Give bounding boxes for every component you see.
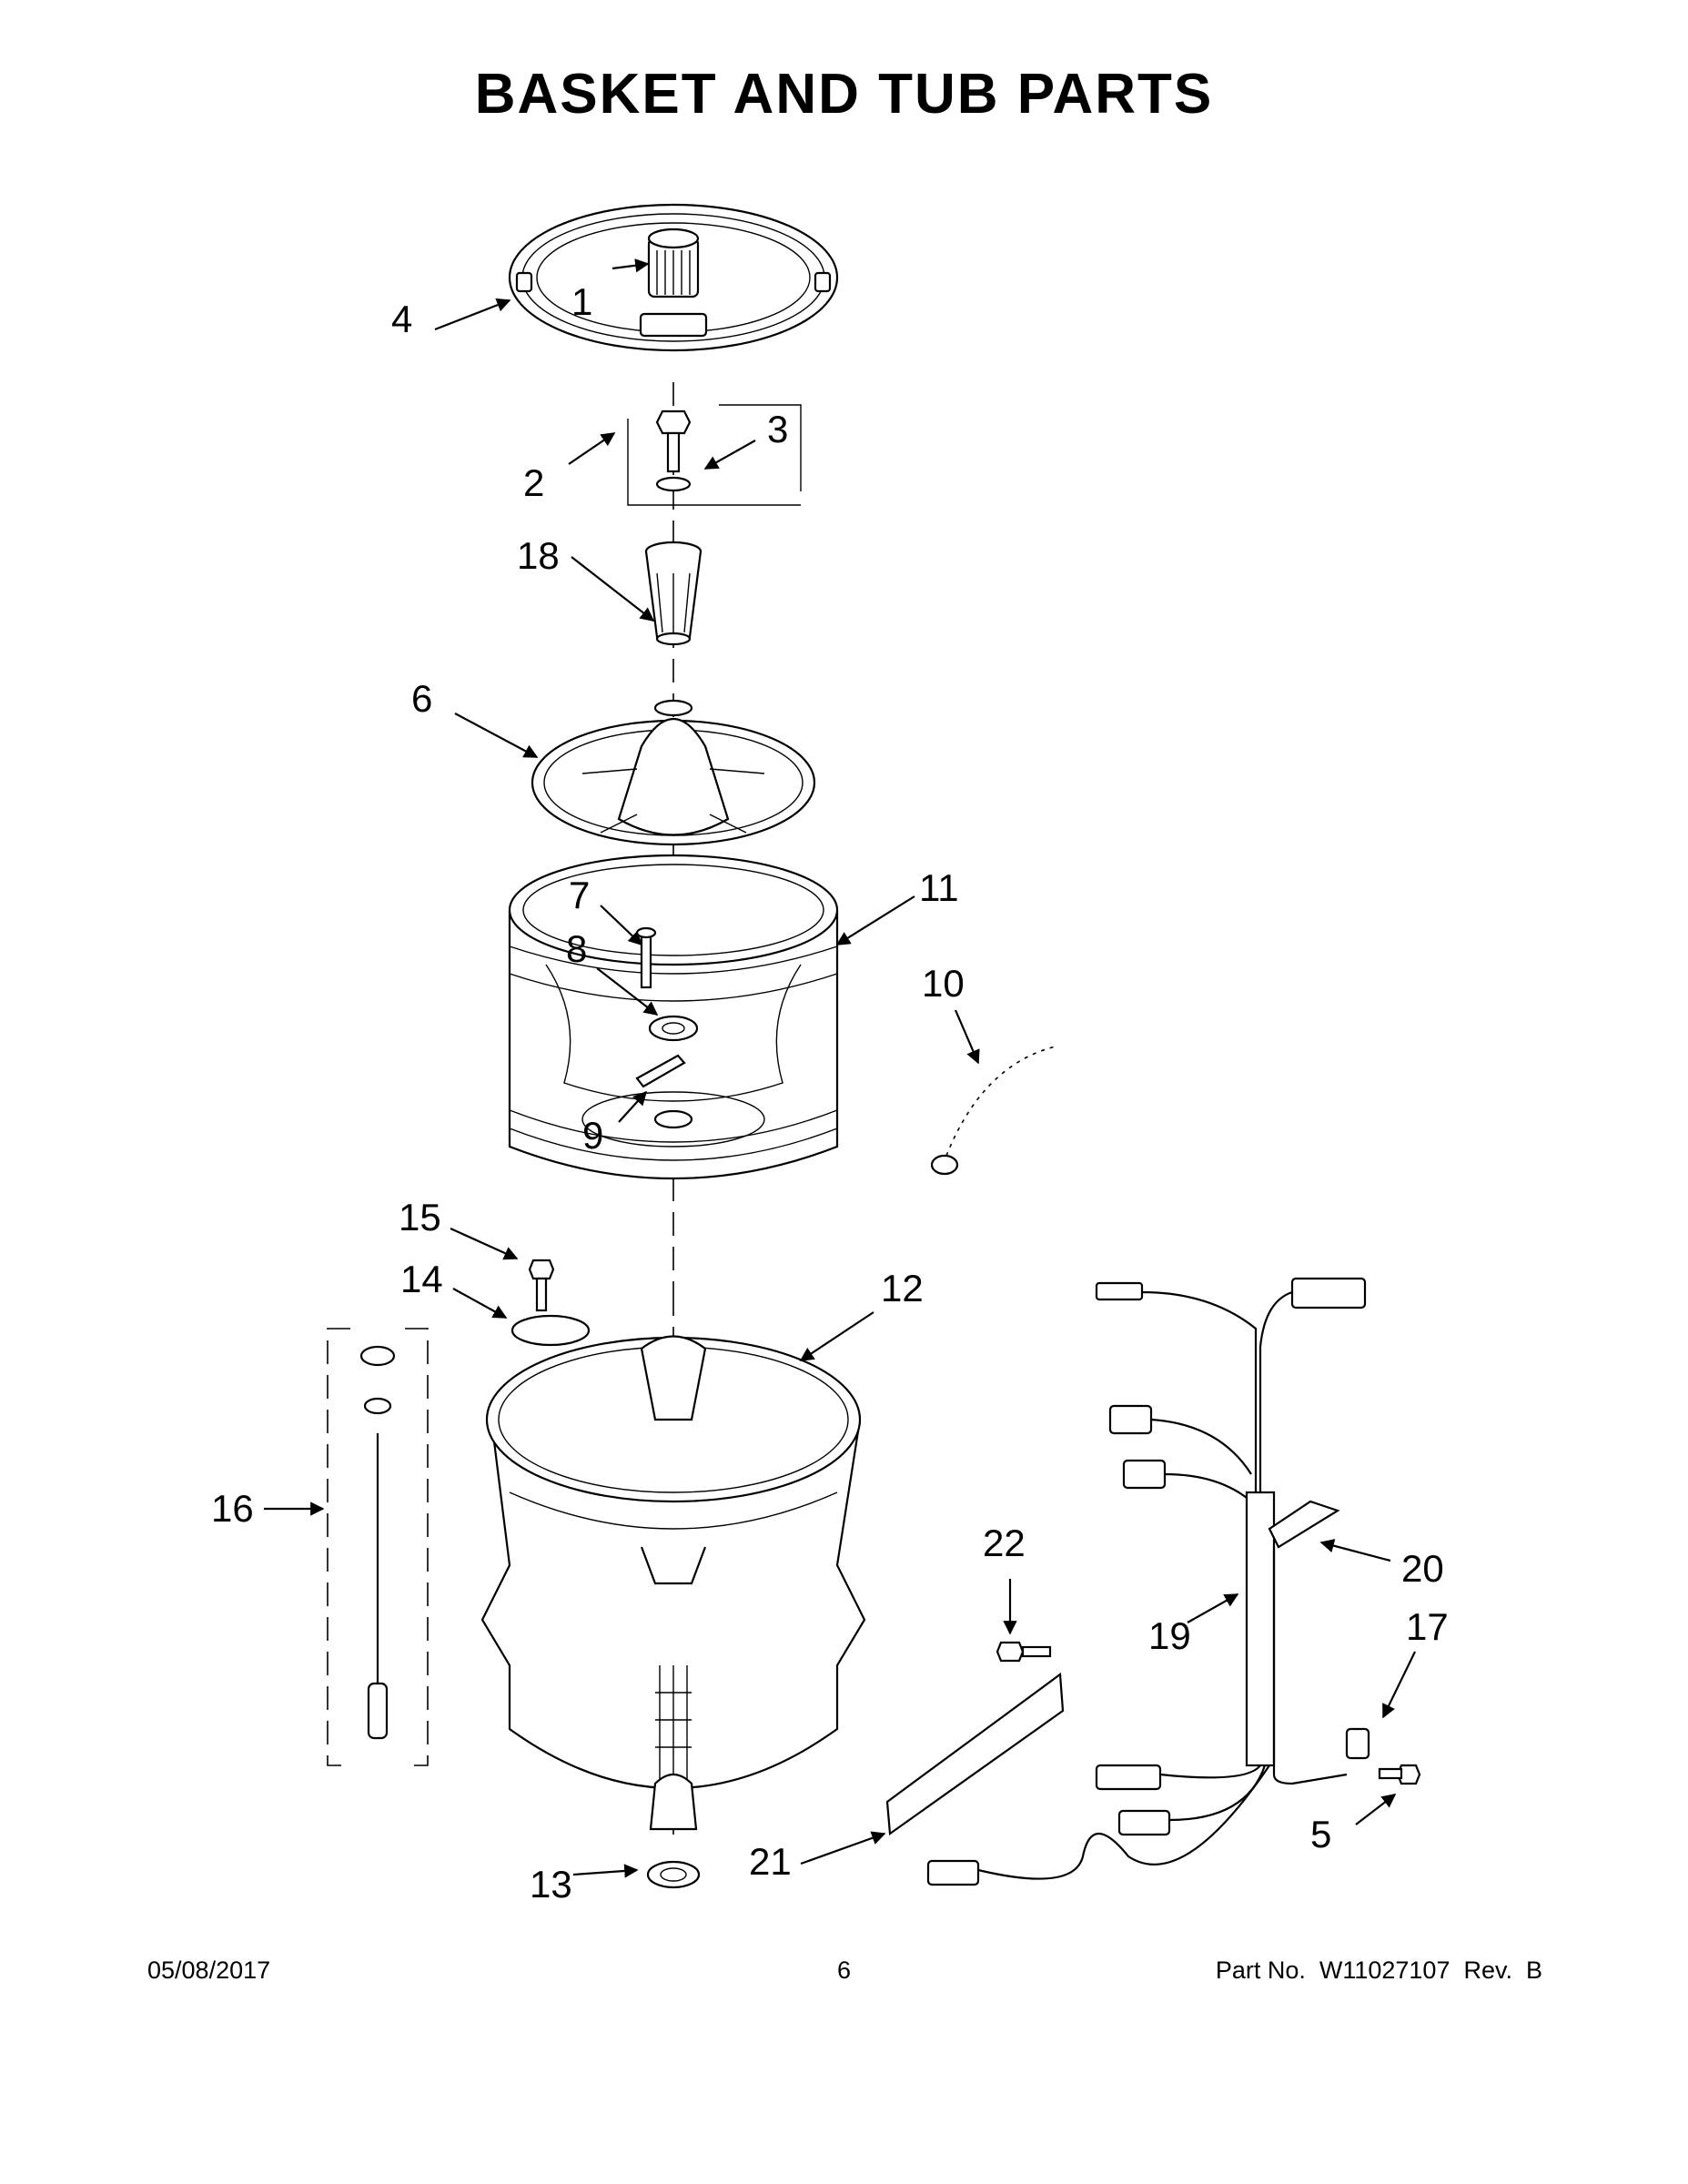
callout-1: 1: [571, 280, 592, 323]
washer-basket-part: [508, 854, 839, 1180]
callout-14: 14: [400, 1258, 443, 1300]
callout-15: 15: [399, 1196, 441, 1239]
callout-17: 17: [1406, 1605, 1449, 1648]
circuit-board-part: [885, 1641, 1065, 1836]
callout-7: 7: [569, 874, 590, 916]
callout-16: 16: [211, 1487, 254, 1530]
ground-strap-part: [930, 1046, 1056, 1176]
wire-harness-part: [926, 1277, 1421, 1886]
basket-hardware-parts: [635, 926, 699, 1088]
bolt-washer-part: [627, 404, 802, 506]
callout-8: 8: [566, 927, 587, 970]
callout-9: 9: [582, 1114, 603, 1157]
callout-10: 10: [922, 962, 965, 1005]
callout-20: 20: [1401, 1547, 1444, 1590]
suspension-rod-part: [327, 1328, 429, 1766]
callout-4: 4: [391, 298, 412, 340]
callout-19: 19: [1148, 1614, 1191, 1657]
footer-part-number: Part No. W11027107 Rev. B: [1215, 1956, 1542, 1984]
callout-13: 13: [530, 1863, 572, 1906]
page-title: BASKET AND TUB PARTS: [474, 63, 1214, 126]
callout-2: 2: [523, 461, 544, 504]
callout-6: 6: [411, 677, 432, 720]
callout-3: 3: [767, 408, 788, 450]
outer-tub-part: [480, 1335, 866, 1831]
impeller-part: [531, 699, 816, 846]
agitator-core-part: [644, 541, 702, 646]
cover-screw-parts: [510, 1259, 591, 1347]
callout-21: 21: [749, 1840, 792, 1883]
dispenser-cap-part: [647, 228, 700, 298]
footer-date: 05/08/2017: [147, 1956, 271, 1984]
callout-5: 5: [1310, 1813, 1331, 1855]
callout-18: 18: [517, 534, 560, 577]
callout-22: 22: [983, 1522, 1026, 1564]
leader-arrows: [264, 258, 1416, 1878]
callout-12: 12: [881, 1267, 924, 1309]
footer-page-number: 6: [836, 1956, 852, 1984]
callout-11: 11: [919, 866, 959, 909]
tub-seal-part: [646, 1860, 701, 1889]
